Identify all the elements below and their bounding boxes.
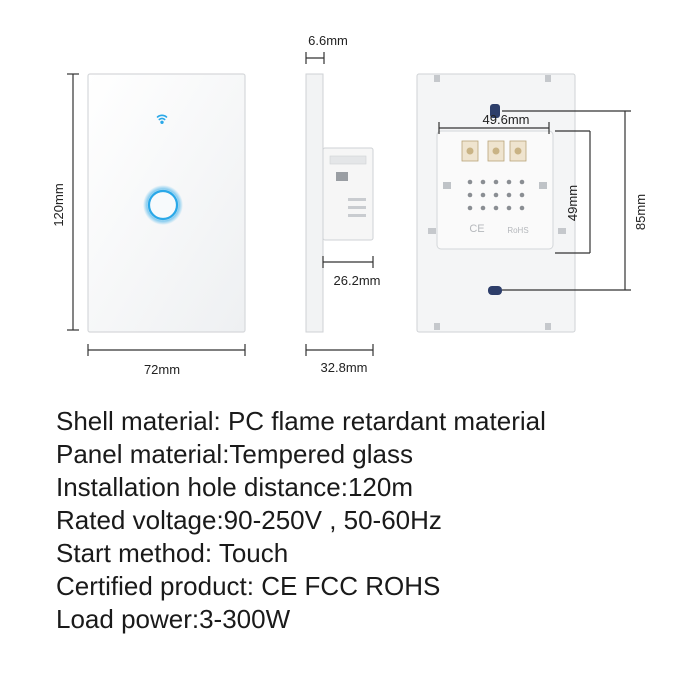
hole-width-dimension bbox=[438, 122, 550, 134]
touch-button bbox=[147, 189, 179, 221]
side-view: 6.6mm 26.2mm 32.8mm bbox=[305, 33, 381, 375]
vent-grid bbox=[467, 179, 525, 211]
mount-distance-dimension bbox=[502, 110, 631, 291]
side-glass-plate bbox=[305, 73, 324, 333]
front-height-label: 120mm bbox=[51, 183, 66, 226]
hole-width-label: 49.6mm bbox=[483, 112, 530, 127]
box-depth-dimension bbox=[322, 256, 374, 268]
spec-load-power: Load power:3-300W bbox=[56, 604, 291, 634]
spec-shell-material: Shell material: PC flame retardant mater… bbox=[56, 406, 546, 436]
front-view: 120mm 72mm bbox=[51, 73, 246, 377]
hole-height-dimension bbox=[555, 130, 591, 254]
front-height-dimension bbox=[67, 73, 79, 331]
spec-list: Shell material: PC flame retardant mater… bbox=[56, 405, 686, 636]
hole-height-label: 49mm bbox=[565, 185, 580, 221]
ce-mark: CE bbox=[469, 223, 484, 235]
total-depth-label: 32.8mm bbox=[321, 360, 368, 375]
bottom-mount-hole bbox=[488, 286, 502, 295]
box-depth-label: 26.2mm bbox=[334, 273, 381, 288]
back-view: CE RoHS 49.6mm 49mm 85mm bbox=[416, 73, 648, 333]
spec-installation-hole-distance: Installation hole distance:120m bbox=[56, 472, 414, 502]
top-mount-hole bbox=[490, 104, 500, 118]
product-dimension-diagram: 120mm 72mm 6.6mm 26.2mm bbox=[51, 33, 648, 377]
spec-start-method: Start method: Touch bbox=[56, 538, 289, 568]
wifi-icon bbox=[156, 114, 168, 125]
glass-thickness-label: 6.6mm bbox=[308, 33, 348, 48]
front-width-dimension bbox=[87, 344, 246, 356]
total-depth-dimension bbox=[305, 344, 374, 356]
spec-certified-product: Certified product: CE FCC ROHS bbox=[56, 571, 441, 601]
spec-panel-material: Panel material:Tempered glass bbox=[56, 439, 413, 469]
spec-rated-voltage: Rated voltage:90-250V , 50-60Hz bbox=[56, 505, 442, 535]
mount-distance-label: 85mm bbox=[633, 194, 648, 230]
glass-thickness-dimension bbox=[305, 52, 325, 64]
front-width-label: 72mm bbox=[144, 362, 180, 377]
rohs-mark: RoHS bbox=[507, 226, 528, 235]
terminal-block bbox=[461, 140, 527, 162]
